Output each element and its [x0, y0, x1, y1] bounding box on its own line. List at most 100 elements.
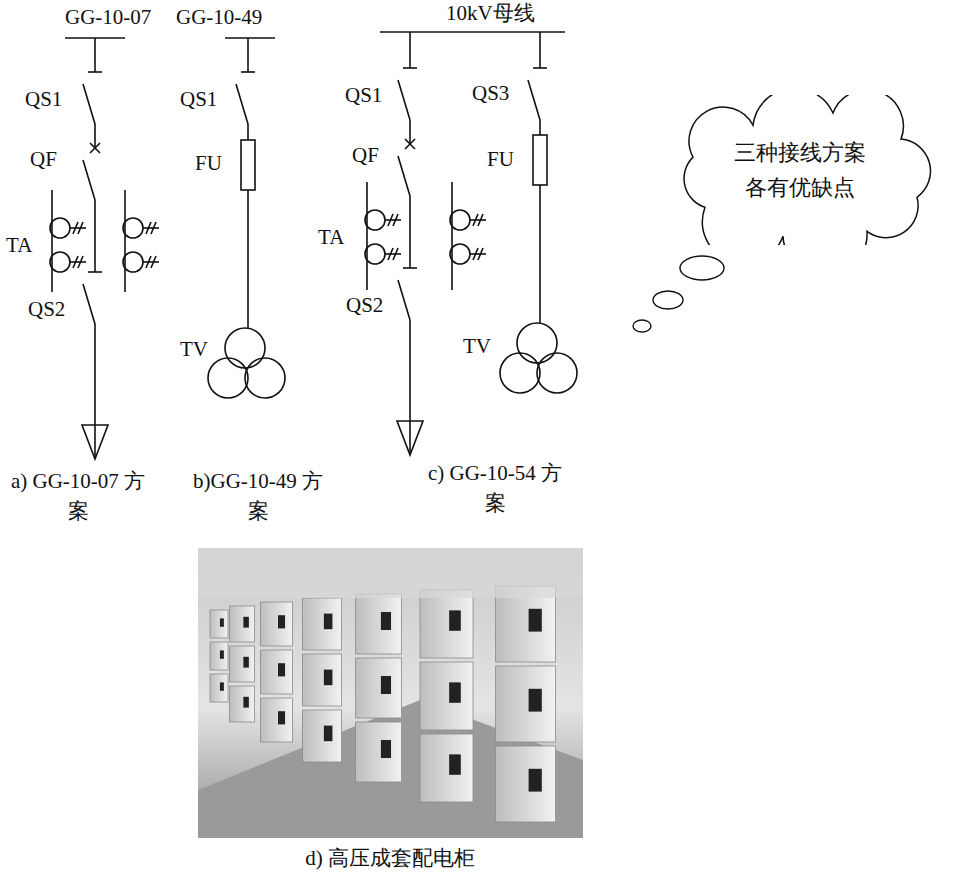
wire [94, 425, 96, 459]
wire [94, 38, 96, 72]
switch-label: QS3 [472, 80, 509, 106]
voltage-transformer-symbol [225, 328, 265, 368]
ct-label: TA [318, 224, 344, 250]
bus-label: 10kV母线 [446, 0, 535, 26]
vt-label: TV [463, 333, 491, 359]
ct-mark [478, 214, 483, 226]
current-transformer-symbol [50, 218, 70, 238]
ct-mark [78, 256, 83, 268]
ct-mark [473, 214, 478, 226]
ct-mark [473, 248, 478, 260]
current-transformer-symbol [450, 244, 470, 264]
ct-mark [478, 248, 483, 260]
ct-mark [388, 248, 393, 260]
switch-blade [398, 280, 410, 320]
fuse-symbol [533, 135, 547, 185]
voltage-transformer-symbol [208, 358, 248, 398]
wire [409, 120, 411, 144]
current-transformer-symbol [123, 218, 143, 238]
phase-line [51, 190, 53, 292]
scheme-caption: c) GG-10-54 方案 [420, 458, 570, 519]
wire [247, 190, 249, 328]
switch-blade [83, 160, 95, 200]
wire [409, 196, 411, 268]
phase-line [451, 182, 453, 290]
ct-mark [146, 256, 151, 268]
phase-line [366, 182, 368, 290]
current-transformer-symbol [365, 244, 385, 264]
load-arrow [82, 425, 108, 459]
ct-mark [393, 248, 398, 260]
current-transformer-symbol [123, 252, 143, 272]
cloud-outline [665, 95, 935, 245]
fixed-contact [403, 67, 417, 69]
bus-bar [225, 37, 275, 39]
wire [94, 324, 96, 425]
switch-blade [398, 80, 410, 120]
voltage-transformer-symbol [245, 358, 285, 398]
breaker-contact [90, 143, 100, 153]
switch-label: QS2 [346, 292, 383, 318]
scheme-caption: a) GG-10-07 方案 [3, 466, 153, 527]
wire [94, 200, 96, 272]
voltage-transformer-symbol [517, 323, 557, 363]
ct-label: TA [6, 232, 32, 258]
cabinet-photo [198, 548, 583, 838]
ct-mark [146, 222, 151, 234]
wire [94, 124, 96, 148]
switch-blade [398, 156, 410, 196]
fixed-contact [88, 71, 102, 73]
switch-blade [83, 284, 95, 324]
ct-mark [385, 219, 401, 221]
voltage-transformer-symbol [500, 353, 540, 393]
wire [247, 124, 249, 140]
breaker-contact [90, 143, 100, 153]
ct-mark [470, 219, 486, 221]
panel-type: GG-10-49 [176, 4, 262, 30]
switch-label: QS2 [28, 296, 65, 322]
current-transformer-symbol [50, 252, 70, 272]
thought-cloud: 三种接线方案 各有优缺点 [665, 95, 935, 245]
ct-mark [73, 256, 78, 268]
switch-label: QS1 [180, 86, 217, 112]
switch-label: QS1 [345, 82, 382, 108]
wire [539, 32, 541, 68]
wire [409, 320, 411, 421]
ct-mark [143, 261, 159, 263]
current-transformer-symbol [365, 210, 385, 230]
thought-bubbles [633, 256, 724, 332]
wire [539, 120, 541, 135]
cloud-text: 三种接线方案 各有优缺点 [730, 135, 870, 205]
breaker-label: QF [30, 146, 57, 172]
current-transformer-symbol [450, 210, 470, 230]
ct-mark [70, 261, 86, 263]
switch-blade [236, 84, 248, 124]
voltage-transformer-symbol [537, 353, 577, 393]
ct-mark [70, 227, 86, 229]
panel-type: GG-10-07 [65, 4, 151, 30]
wire [409, 32, 411, 68]
scheme-caption: b)GG-10-49 方案 [183, 466, 333, 527]
bus-bar [380, 31, 565, 33]
ct-mark [143, 227, 159, 229]
breaker-label: QF [352, 142, 379, 168]
fixed-contact [88, 271, 102, 273]
vt-label: TV [180, 336, 208, 362]
ct-mark [470, 253, 486, 255]
ct-mark [385, 253, 401, 255]
switch-blade [528, 80, 540, 120]
ct-mark [393, 214, 398, 226]
breaker-contact [405, 139, 415, 149]
fuse-symbol [241, 140, 255, 190]
breaker-contact [405, 139, 415, 149]
ct-mark [73, 222, 78, 234]
wire [247, 38, 249, 72]
ct-mark [78, 222, 83, 234]
wire [539, 185, 541, 323]
switch-label: QS1 [25, 86, 62, 112]
load-arrow [397, 421, 423, 455]
photo-caption: d) 高压成套配电柜 [265, 843, 515, 873]
fixed-contact [403, 267, 417, 269]
fixed-contact [241, 71, 255, 73]
